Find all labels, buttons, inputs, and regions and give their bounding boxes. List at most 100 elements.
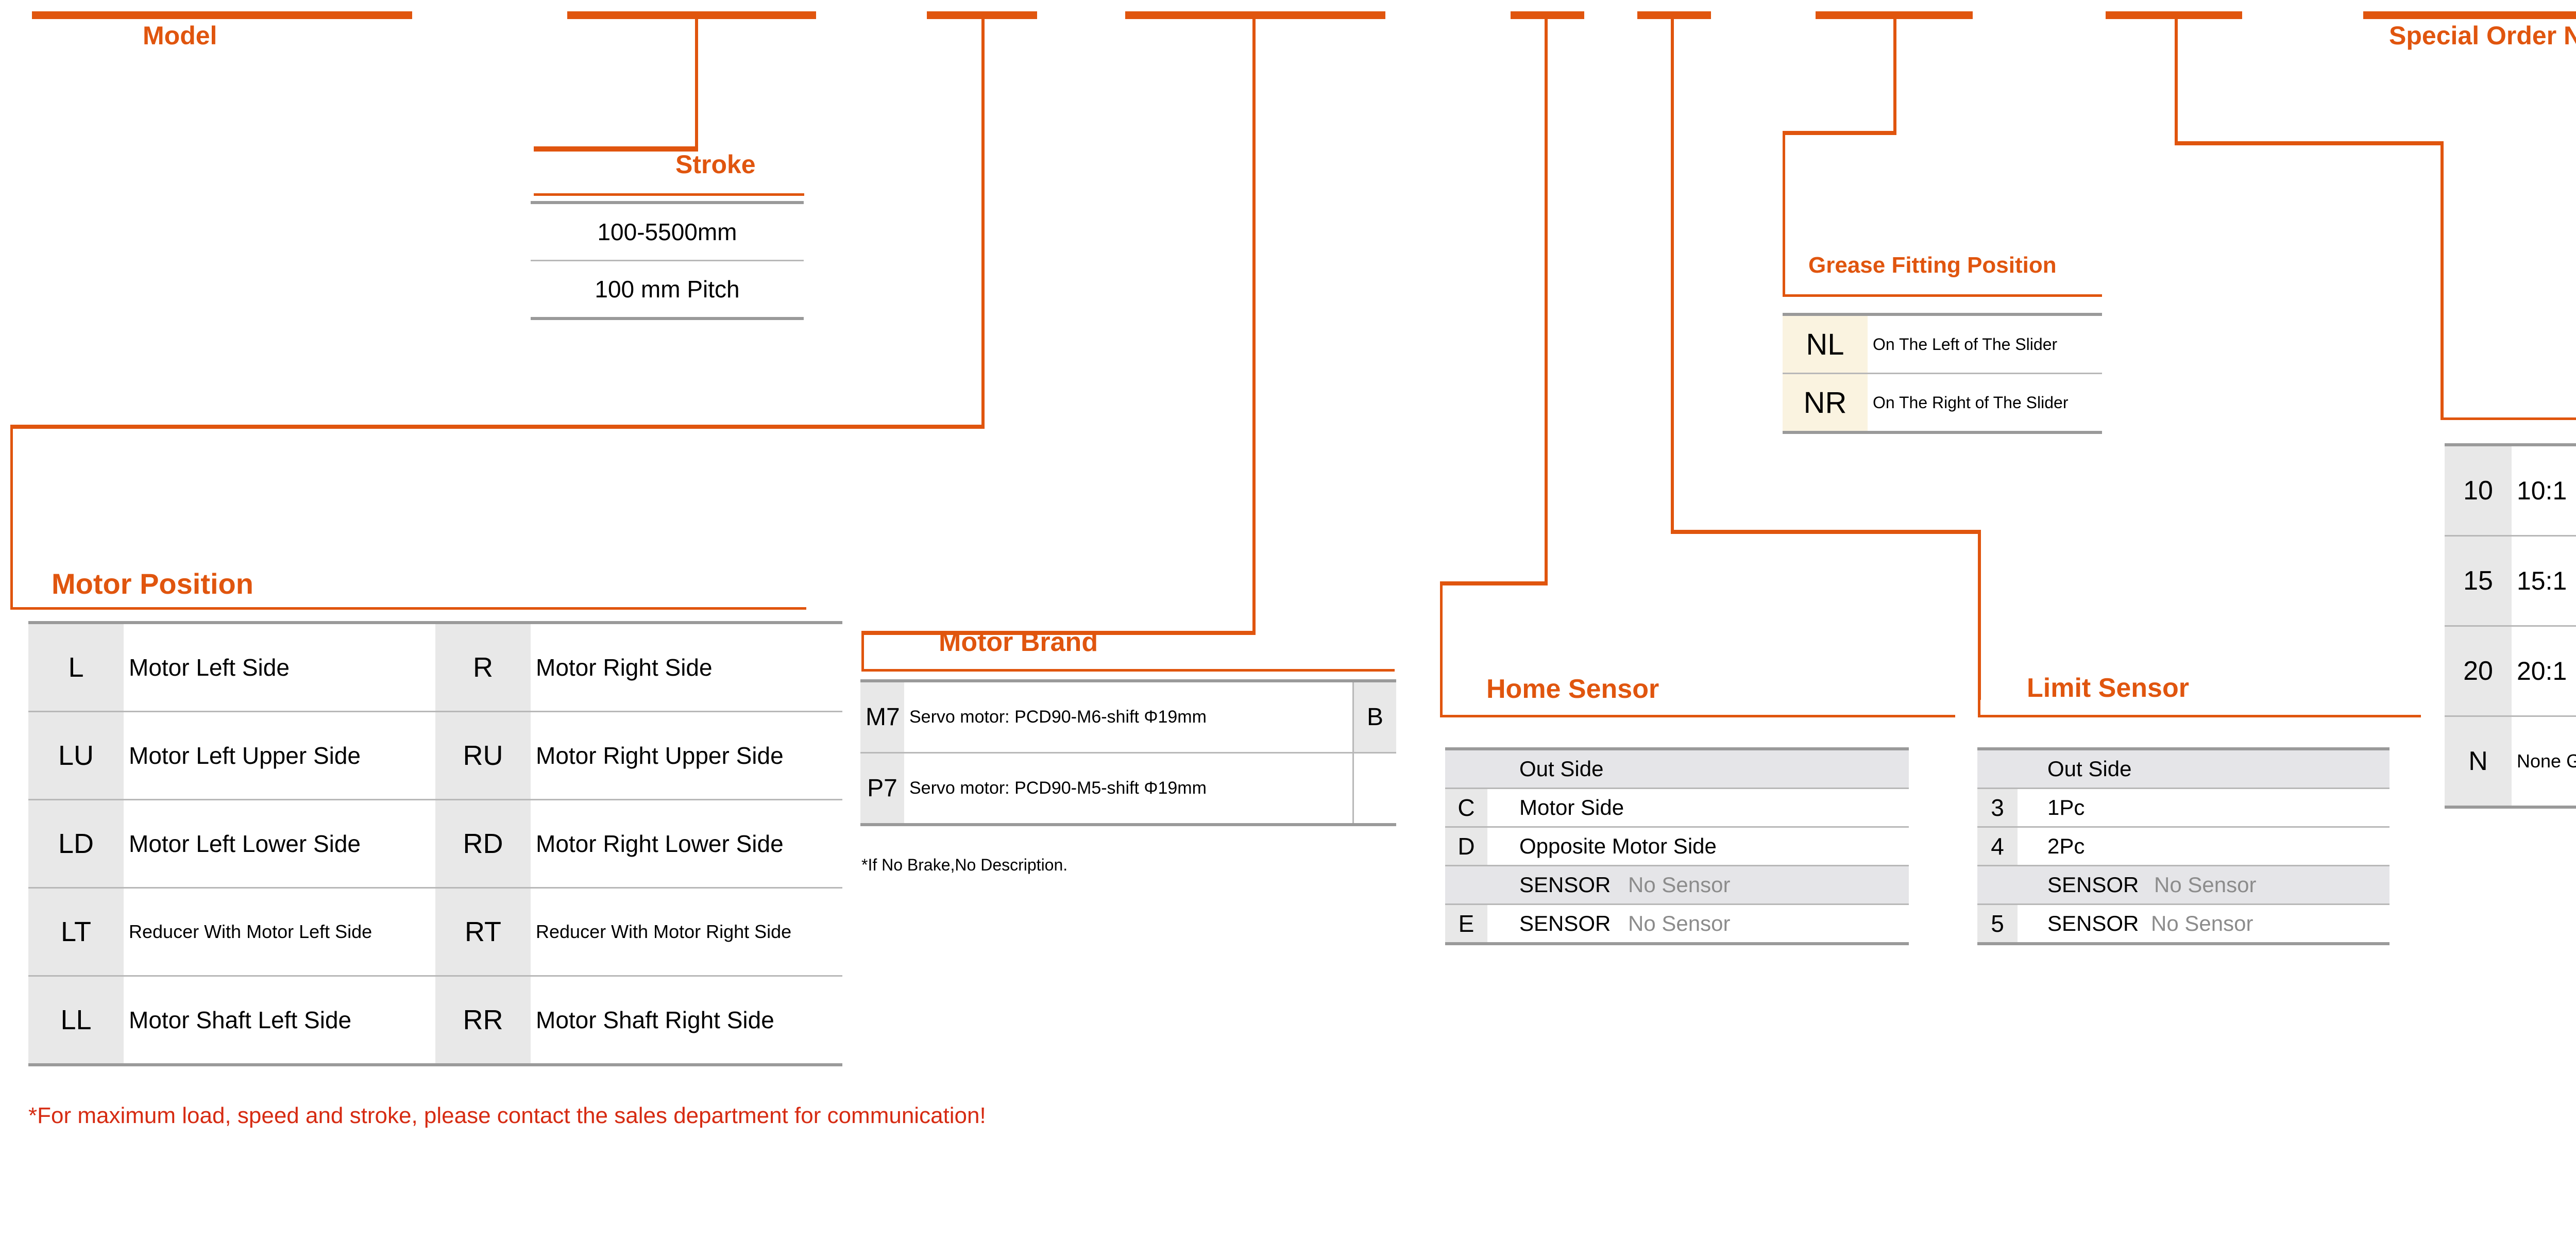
table-row: Out Side [1977,747,2389,789]
section-special-order-title: Special Order No. [2389,21,2576,50]
code-segment-1 [32,11,412,19]
table-row: Out Side [1445,747,1909,789]
section-stroke-title: Stroke [675,150,756,179]
table-row: M7 Servo motor: PCD90-M6-shift Φ19mm B [860,679,1396,754]
leader-gearbox-horizontal [2175,141,2444,145]
limit-row-4: SENSOR No Sensor [2018,904,2389,945]
section-motor-position-title: Motor Position [52,567,253,600]
stroke-value-0: 100-5500mm [531,201,804,261]
table-row: 100 mm Pitch [531,260,804,320]
limit-label-4: SENSOR [2047,911,2139,935]
gearbox-code-2: 20 [2445,626,2512,717]
motorpos-desc-l-2: Motor Left Lower Side [124,799,435,889]
table-row: 4 2Pc [1977,827,2389,866]
home-row-4: SENSOR No Sensor [1487,904,1909,945]
stroke-value-1: 100 mm Pitch [531,260,804,320]
leader-motorbrand-horizontal [861,631,1256,635]
leader-motorposition-vertical [981,15,985,428]
section-limit-sensor-title: Limit Sensor [2027,673,2189,703]
section-motor-brand-bracket [861,633,1395,672]
table-row: 10 10:1 [2445,443,2576,537]
home-code-4: E [1445,904,1487,945]
motorpos-code-r-4: RR [435,976,531,1066]
leader-grease-vertical [1893,15,1896,134]
section-limit-sensor: Limit Sensor [1978,582,2421,717]
section-stroke-bracket [534,147,804,196]
table-row: 20 20:1 [2445,626,2576,717]
home-label-4: SENSOR [1519,911,1611,935]
gearbox-code-1: 15 [2445,535,2512,627]
table-row: SENSOR No Sensor [1977,865,2389,905]
limit-code-3 [1977,865,2018,905]
home-code-2: D [1445,827,1487,866]
table-row: LU Motor Left Upper Side RU Motor Right … [28,711,842,800]
motorpos-desc-l-0: Motor Left Side [124,621,435,712]
motorpos-code-l-4: LL [28,976,124,1066]
table-row: 15 15:1 [2445,535,2576,627]
brand-code-1: P7 [860,752,904,826]
section-grease-fitting-title: Grease Fitting Position [1808,253,2057,278]
section-gearbox-ratio: Gearbox Ratio [2441,289,2576,420]
motor-brand-note: *If No Brake,No Description. [861,856,1068,874]
limit-label-0: Out Side [2018,747,2389,789]
section-motor-brand: Motor Brand [861,627,1395,672]
motorpos-desc-r-1: Motor Right Upper Side [531,711,842,800]
table-row: E SENSOR No Sensor [1445,904,1909,945]
table-row: LT Reducer With Motor Left Side RT Reduc… [28,888,842,977]
section-model-title: Model [143,21,217,50]
home-label-2: Opposite Motor Side [1487,827,1909,866]
stroke-table: 100-5500mm 100 mm Pitch [531,201,804,320]
leader-homesensor-vertical [1545,15,1548,585]
grease-code-1: NR [1783,373,1868,434]
table-row: NR On The Right of The Slider [1783,373,2102,434]
motorpos-desc-l-1: Motor Left Upper Side [124,711,435,800]
table-row: L Motor Left Side R Motor Right Side [28,621,842,712]
grease-desc-0: On The Left of The Slider [1868,313,2102,374]
motorpos-code-r-3: RT [435,888,531,977]
gearbox-desc-0: 10:1 [2512,443,2576,537]
home-label2-4: No Sensor [1628,911,1731,935]
home-code-3 [1445,865,1487,905]
table-row: 5 SENSOR No Sensor [1977,904,2389,945]
section-motor-brand-title: Motor Brand [939,627,1098,657]
code-segment-3 [927,11,1037,19]
table-row: SENSOR No Sensor [1445,865,1909,905]
section-special-order: Special Order No. [2363,21,2576,57]
section-home-sensor-title: Home Sensor [1486,674,1659,704]
motorpos-code-r-2: RD [435,799,531,889]
home-label-0: Out Side [1487,747,1909,789]
grease-code-0: NL [1783,313,1868,374]
home-row-3: SENSOR No Sensor [1487,865,1909,905]
code-segment-4 [1125,11,1385,19]
home-code-0 [1445,747,1487,789]
table-row: NL On The Left of The Slider [1783,313,2102,374]
limit-sensor-table: Out Side 3 1Pc 4 2Pc SENSOR No Sensor 5 … [1977,747,2389,945]
gearbox-ratio-table: 10 10:1 15 15:1 20 20:1 N None Gearbox T… [2445,443,2576,809]
leader-gearbox-vertical [2175,15,2178,144]
leader-limitsensor-horizontal [1671,530,1981,534]
section-limit-sensor-bracket [1978,582,2421,717]
limit-label-3: SENSOR [2047,873,2139,897]
gearbox-desc-1: 15:1 [2512,535,2576,627]
gearbox-desc-3: None Gearbox Type [2512,716,2576,809]
table-row: D Opposite Motor Side [1445,827,1909,866]
home-label2-3: No Sensor [1628,873,1731,897]
code-segment-6 [1637,11,1711,19]
limit-label-1: 1Pc [2018,788,2389,828]
footnote-text: *For maximum load, speed and stroke, ple… [28,1103,986,1128]
section-stroke: Stroke [534,147,804,196]
limit-label2-4: No Sensor [2151,911,2253,935]
motorpos-code-l-3: LT [28,888,124,977]
leader-grease-horizontal [1783,131,1896,135]
section-home-sensor-bracket [1440,583,1955,717]
leader-limitsensor-vertical [1671,15,1674,533]
leader-motorposition-horizontal [10,425,985,429]
limit-label-2: 2Pc [2018,827,2389,866]
leader-gearbox-vertical-2 [2441,141,2444,420]
motorpos-desc-r-0: Motor Right Side [531,621,842,712]
motorpos-code-l-2: LD [28,799,124,889]
table-row: 100-5500mm [531,201,804,261]
limit-code-4: 5 [1977,904,2018,945]
section-grease-fitting-bracket [1783,133,2102,297]
